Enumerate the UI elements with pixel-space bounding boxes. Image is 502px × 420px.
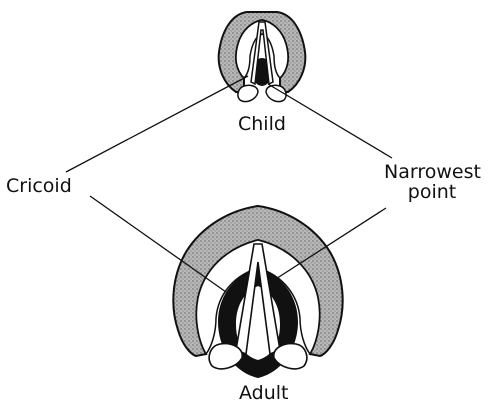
narrowest-point-label-line2: point: [384, 183, 480, 203]
child-left-arytenoid: [238, 85, 258, 101]
cricoid-leader-to-child: [66, 76, 248, 172]
cricoid-label: Cricoid: [6, 177, 72, 196]
child-label: Child: [238, 115, 286, 134]
child-larynx: [219, 12, 306, 102]
narrowest-point-label: Narrowest point: [384, 163, 480, 203]
adult-label: Adult: [239, 384, 289, 403]
adult-larynx: [173, 206, 342, 378]
narrowest-point-leader-to-child: [268, 84, 392, 158]
narrowest-point-label-line1: Narrowest: [384, 163, 480, 183]
